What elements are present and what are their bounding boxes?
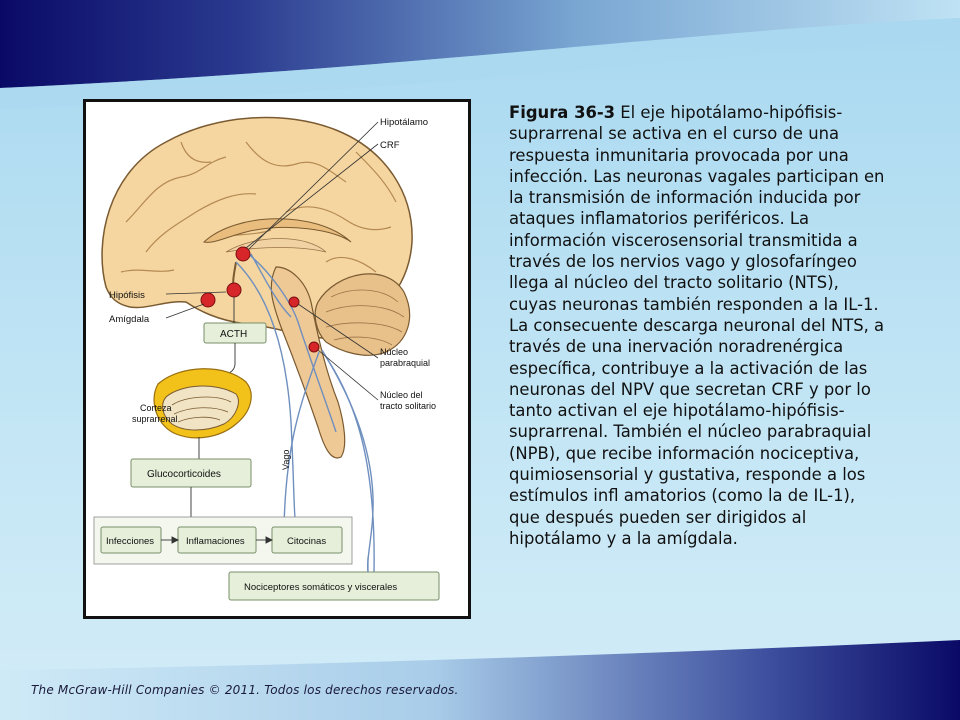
label-nucleo-parabraquial-1: Núcleo [380,347,408,357]
label-hipofisis: Hipófisis [109,290,145,301]
label-amigdala: Amígdala [109,314,150,325]
adrenal-gland [153,368,252,439]
label-nociceptores: Nociceptores somáticos y viscerales [244,582,397,593]
hpa-axis-diagram: Hipotálamo CRF Hipófisis Amígdala Núcleo… [93,116,440,601]
label-inflamaciones: Inflamaciones [186,536,245,547]
label-nucleo-tracto-1: Núcleo del [380,390,423,400]
solitary-tract-nucleus [308,341,320,353]
copyright-footer: The McGraw-Hill Companies © 2011. Todos … [31,683,459,697]
label-nucleo-tracto-2: tracto solitario [380,401,436,411]
label-glucocorticoides: Glucocorticoides [147,469,221,480]
caption-text: El eje hipotálamo-hipófisis-suprarrenal … [509,103,885,548]
label-citocinas: Citocinas [287,536,326,547]
label-hipotalamo: Hipotálamo [380,117,428,128]
leader-lines [165,121,379,401]
brain-gyri [120,141,397,273]
label-infecciones: Infecciones [106,536,154,547]
label-nucleo-parabraquial-2: parabraquial [380,358,430,368]
nociceptores-box [228,571,440,601]
figure-label: Figura 36-3 [509,103,616,122]
label-acth: ACTH [220,329,247,340]
figure-image: Hipotálamo CRF Hipófisis Amígdala Núcleo… [83,99,471,619]
hypothalamus-nucleus [235,246,251,262]
label-corteza-1: Corteza [140,403,172,413]
label-vago: Vago [281,450,291,470]
figure-caption: Figura 36-3 El eje hipotálamo-hipófisis-… [509,102,889,549]
nerve-pathways [235,251,375,573]
amygdala-nucleus [200,292,216,308]
pituitary-nucleus [226,282,242,298]
parabrachial-nucleus [288,296,300,308]
top-banner [0,0,960,110]
label-crf: CRF [380,140,400,151]
corpus-callosum [202,218,352,243]
label-corteza-2: suprarrenal [132,414,178,424]
bottom-banner [0,640,960,720]
